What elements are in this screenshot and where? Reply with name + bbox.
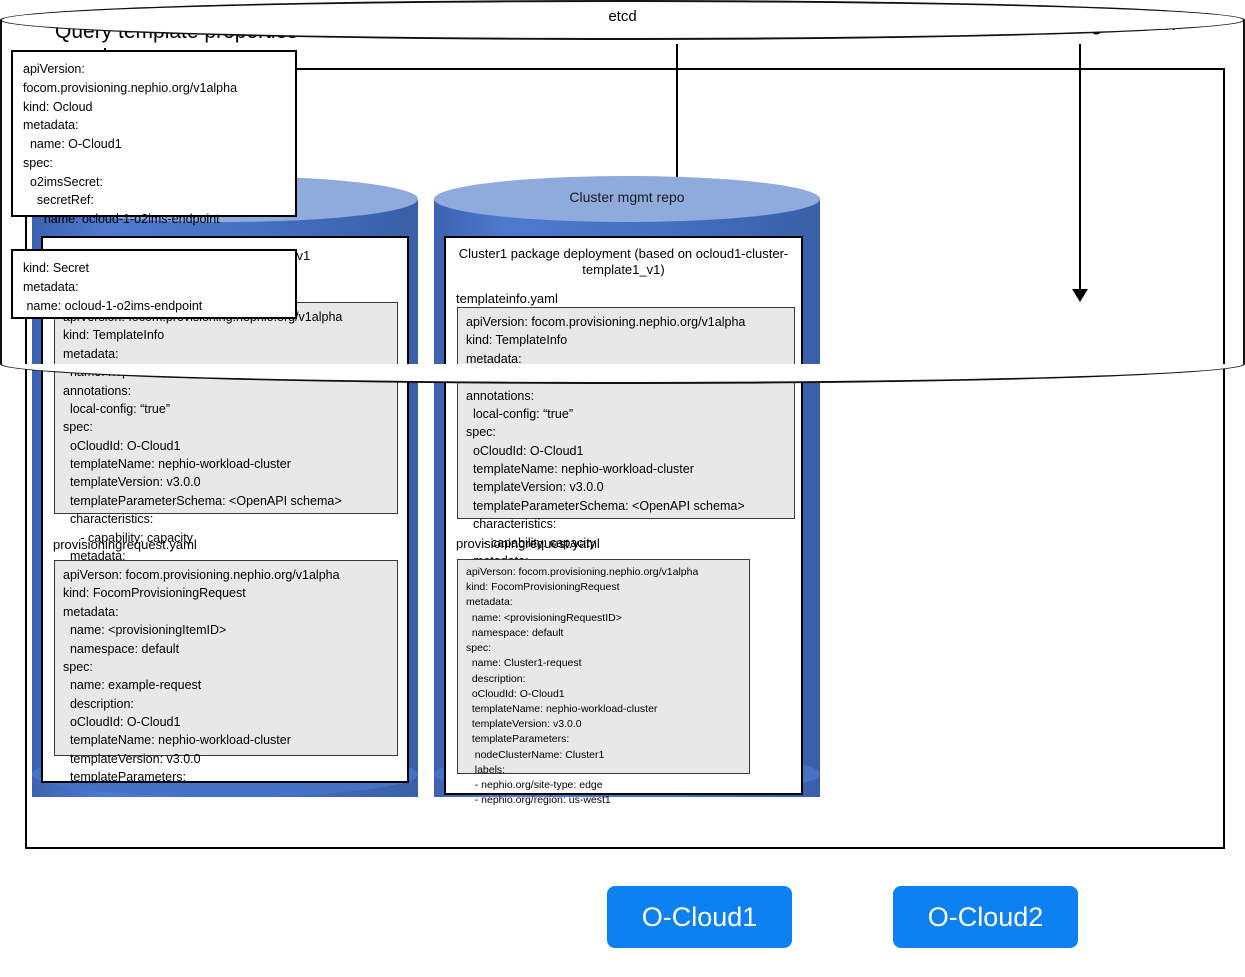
yaml-block-templateinfo: apiVersion: focom.provisioning.nephio.or… [457,307,795,568]
arrow-line-deploy-cluster-instance-package [676,44,678,233]
cylinder-top-ellipse [434,176,820,222]
ocloud1-cluster-template1-card: ocloud1-cluster-template1_v1 templateinf… [41,236,409,784]
etcd-cylinder: etcd apiVersion: focom.provisioning.neph… [0,0,1245,384]
etcd-record-secret: kind: Secret metadata: name: ocloud-1-o2… [11,249,297,319]
etcd-label: etcd [608,8,637,25]
etcd-record-ocloud: apiVersion: focom.provisioning.nephio.or… [11,50,297,226]
o-cloud-1-button[interactable]: O-Cloud1 [607,886,792,948]
file-label-provisioningrequest-yaml: provisioningrequest.yaml [456,536,600,551]
arrow-line-ocloud-registration [1079,44,1081,293]
yaml-block-provisioningrequest: apiVerson: focom.provisioning.nephio.org… [457,559,750,806]
card-title: Cluster1 package deployment (based on oc… [458,246,789,278]
file-label-templateinfo-yaml: templateinfo.yaml [456,290,558,306]
smo-focom-container [25,68,1225,849]
o-cloud-2-button[interactable]: O-Cloud2 [893,886,1078,948]
yaml-block-provisioningrequest: apiVerson: focom.provisioning.nephio.org… [54,560,398,784]
file-label-provisioningrequest-yaml: provisioningrequest.yaml [53,537,197,552]
etcd-cylinder-body [0,20,1245,364]
cluster1-package-deployment-card: Cluster1 package deployment (based on oc… [444,236,803,806]
arrow-head-ocloud-registration [1072,289,1088,302]
etcd-cylinder-top-ellipse [0,0,1245,40]
cluster-mgmt-repo-label: Cluster mgmt repo [569,189,685,205]
